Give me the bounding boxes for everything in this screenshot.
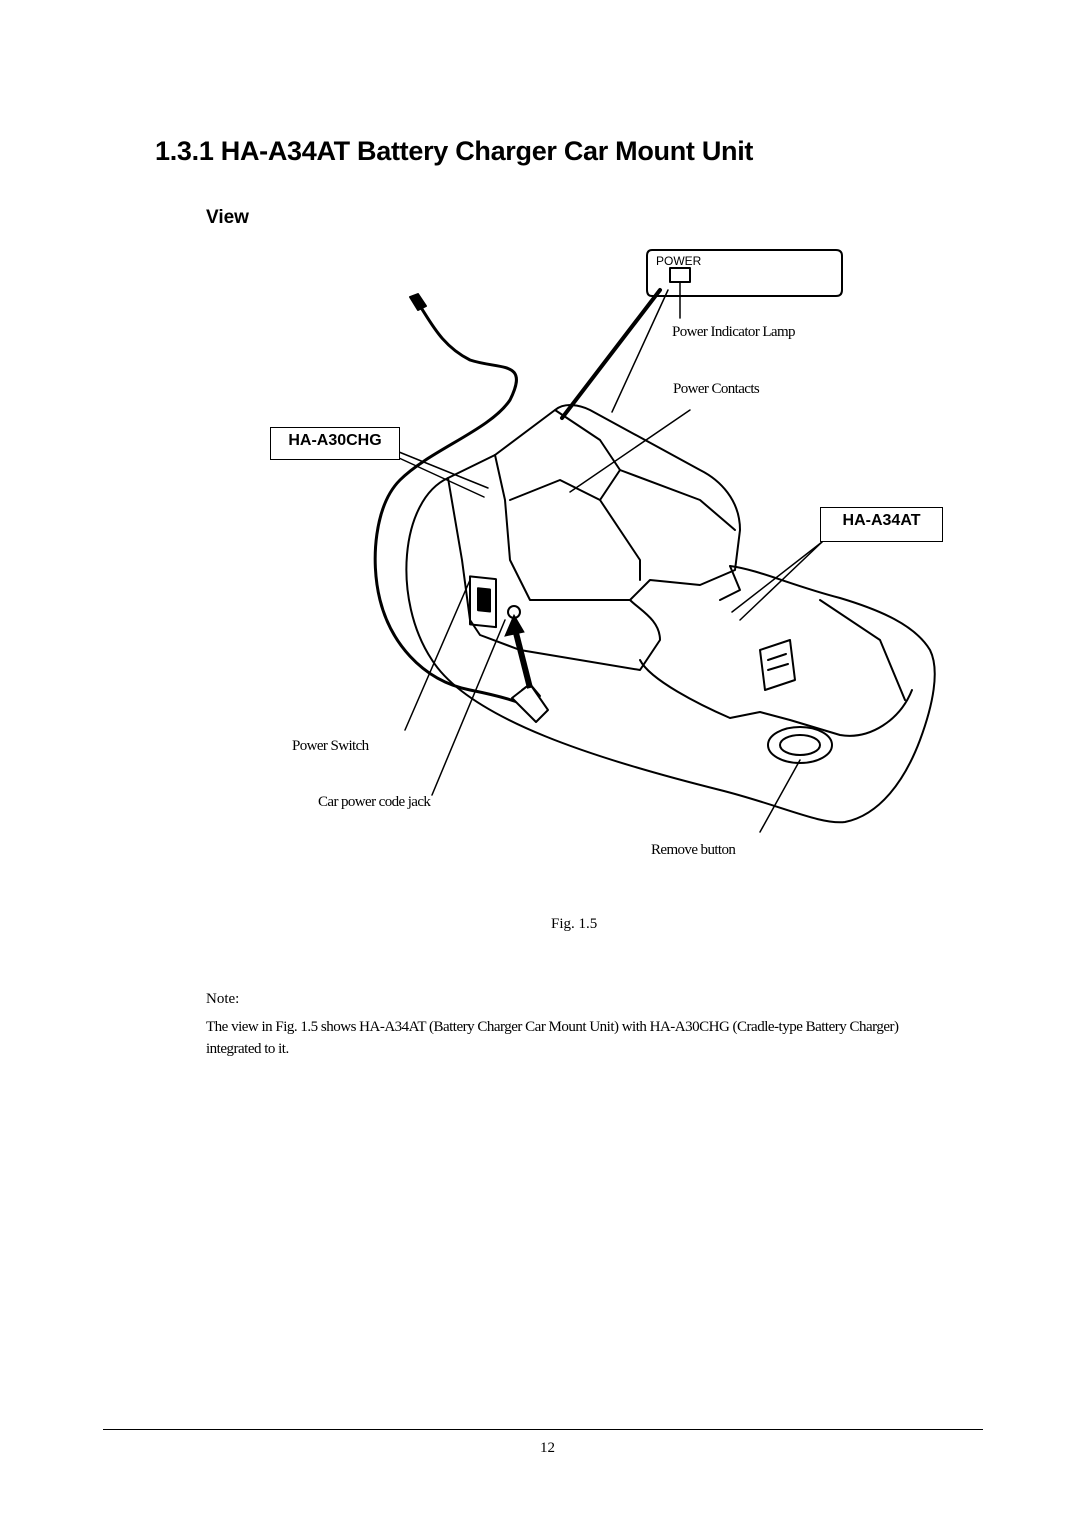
mount-slot xyxy=(759,639,796,691)
note-text: The view in Fig. 1.5 shows HA-A34AT (Bat… xyxy=(206,1019,899,1057)
power-contacts-leader xyxy=(569,409,691,493)
page-number: 12 xyxy=(540,1440,555,1456)
remove-button xyxy=(767,726,833,764)
car-power-plug xyxy=(511,683,549,723)
cord-plug-top xyxy=(409,293,427,311)
callout-power-switch: Power Switch xyxy=(292,738,369,754)
mount-base-outline xyxy=(405,477,936,824)
power-lamp-square xyxy=(669,267,691,283)
insert-arrow xyxy=(504,613,533,689)
callout-car-power-jack: Car power code jack xyxy=(318,794,431,810)
cradle-leader-2 xyxy=(398,457,485,498)
footer-rule xyxy=(103,1429,983,1430)
power-panel-inset xyxy=(646,249,843,297)
cradle-body-outline xyxy=(447,404,741,671)
view-subheading: View xyxy=(206,207,249,228)
charger-mount-illustration: POWER xyxy=(373,249,936,833)
power-switch xyxy=(469,575,497,629)
cradle-leader-1 xyxy=(398,451,489,489)
power-cord xyxy=(373,298,522,705)
power-switch-leader xyxy=(404,579,471,731)
callout-remove-button: Remove button xyxy=(651,842,736,858)
jack-leader xyxy=(431,619,506,796)
power-panel-label: POWER xyxy=(656,254,702,268)
figure-caption: Fig. 1.5 xyxy=(551,916,598,932)
power-panel-leader xyxy=(560,288,662,420)
mount-leader-1 xyxy=(739,541,823,621)
callout-power-indicator-lamp: Power Indicator Lamp xyxy=(672,324,796,340)
mount-leader-2 xyxy=(731,541,823,613)
note-label: Note: xyxy=(206,991,240,1007)
callout-ha-a30chg: HA-A30CHG xyxy=(270,427,400,460)
remove-button-leader xyxy=(759,759,801,833)
section-heading: 1.3.1 HA-A34AT Battery Charger Car Mount… xyxy=(155,136,754,166)
callout-ha-a34at: HA-A34AT xyxy=(820,507,943,542)
callout-power-contacts: Power Contacts xyxy=(673,381,760,397)
